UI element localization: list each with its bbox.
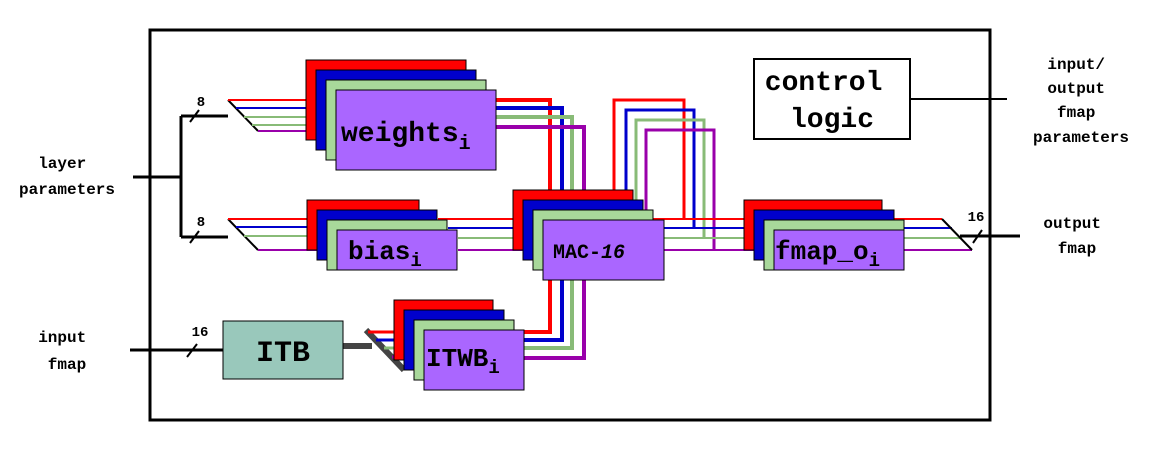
- feedback-wires: [612, 98, 716, 250]
- itb-block-label: ITB: [256, 337, 310, 371]
- mac-block: [542, 219, 665, 281]
- layer-parameters-label: layer parameters: [19, 155, 115, 199]
- bias-block: [336, 229, 458, 271]
- bus-width-bias: 8: [197, 215, 205, 231]
- fmap-o-block: [773, 229, 905, 271]
- bus-width-output: 16: [968, 210, 985, 226]
- bias-block-label: biasi: [348, 237, 422, 272]
- io-fmap-parameters-label: input/ output fmap parameters: [1033, 56, 1129, 147]
- input-fmap-label: input fmap: [38, 329, 96, 374]
- mac-block-stack: [512, 189, 665, 281]
- fmap-o-block-label: fmap_oi: [775, 237, 880, 272]
- bias-block-stack: [306, 199, 458, 271]
- mac-block-label: MAC-16: [553, 242, 625, 265]
- weights-block-stack: [305, 59, 497, 171]
- weights-block-label: weightsi: [341, 119, 471, 156]
- control-logic-label: control logic: [765, 68, 899, 136]
- fmap-o-block-stack: [743, 199, 905, 271]
- bus-width-input: 16: [192, 325, 209, 341]
- itwb-block-label: ITWBi: [426, 344, 500, 379]
- output-fmap-label: output fmap: [1043, 215, 1110, 258]
- weights-block: [335, 89, 497, 171]
- bus-width-weights: 8: [197, 95, 205, 111]
- layer-parameter-bus: [133, 114, 228, 239]
- control-logic-block: [753, 58, 911, 140]
- chip-boundary: [148, 28, 992, 422]
- itwb-block: [423, 329, 525, 391]
- itb-block: [222, 320, 344, 380]
- bias-to-mac-wires: [438, 218, 544, 251]
- itwb-demux: [363, 327, 407, 373]
- itwb-block-stack: [393, 299, 525, 391]
